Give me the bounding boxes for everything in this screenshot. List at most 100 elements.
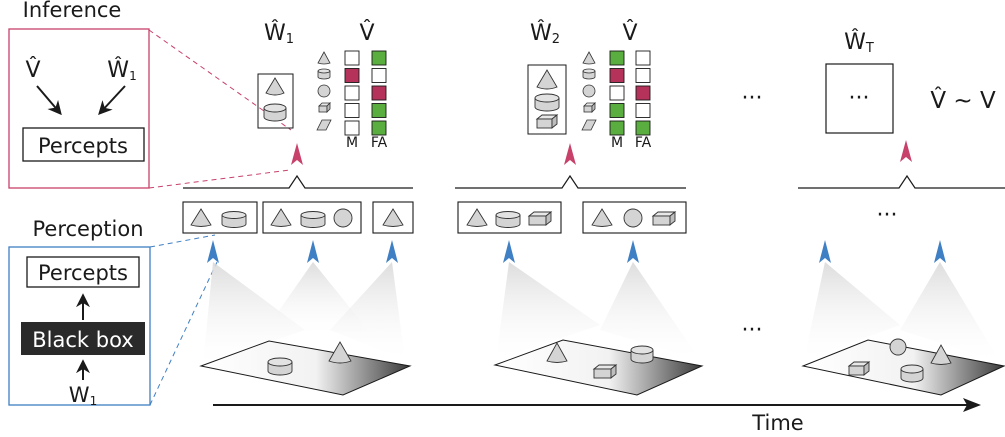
bracket-2 [455,174,686,189]
m-cell [609,68,625,83]
m-cell [344,120,360,136]
frame1-v-hat: V̂ [359,20,374,46]
cylinder-icon [630,345,654,364]
frame1-legend [316,51,332,131]
percept-box-4 [457,201,562,234]
inference-arrow-3 [900,140,912,162]
frame1-mfa-table [344,50,387,136]
frame1-fa-label: FA [371,135,388,151]
cone-icon [536,69,558,90]
cylinder-icon [267,357,293,376]
frame2-legend [581,51,597,131]
frame2-v-hat: V̂ [622,20,637,46]
black-box-label: Black box [32,328,133,352]
fa-cell [371,68,387,83]
cube-icon [847,361,871,376]
bracket-3 [798,174,1005,189]
inference-arrow-1 [291,143,303,165]
frame1-world-box [257,73,294,129]
time-axis-arrowhead [963,398,981,412]
perception-arrow-1 [207,240,219,263]
fa-cell [371,85,387,101]
inference-percepts-box [22,127,145,162]
percept-box-3 [372,201,414,234]
perception-percepts-box [26,256,140,288]
perception-w1: W1 [69,383,97,408]
frame2-world-box [527,64,567,135]
inference-arrow-2 [564,143,576,165]
frameT-approx: V̂ ∼ V [930,87,996,114]
m-cell [344,50,360,66]
inference-percepts-label: Percepts [38,134,128,158]
fa-cell [635,85,651,101]
sphere-icon [889,338,907,356]
cone-icon [270,208,292,227]
fa-cell [635,68,651,83]
cube-icon [527,211,553,226]
perception-percepts-label: Percepts [38,261,128,285]
scene-2 [493,339,704,396]
perception-arrow-7 [934,240,946,263]
frame1-m-label: M [346,135,358,151]
cylinder-icon [495,211,521,228]
fa-cell [371,103,387,118]
wedge-icon [316,119,332,131]
cylinder-icon [582,68,596,80]
camera-beams [203,262,1000,365]
cone-icon [546,342,568,363]
inference-v-hat: V̂ [25,57,40,83]
middle-ellipsis: ··· [877,203,898,228]
sphere-icon [317,84,331,98]
inference-panel-frame [8,28,150,189]
cone-icon [930,344,952,365]
bracket-1 [183,174,413,189]
perception-panel-frame [8,246,151,406]
perception-connector-top [149,234,216,248]
inference-arrows [291,140,912,165]
m-cell [344,68,360,83]
m-cell [609,85,625,101]
cube-icon [318,102,331,113]
sphere-icon [333,208,353,228]
perception-arrow-5 [627,240,639,263]
bottom-ellipsis: ··· [742,318,763,343]
wedge-icon [581,119,597,131]
percept-box-2 [262,201,362,234]
cylinder-icon [534,93,560,112]
cube-icon [651,211,677,226]
frameT-ellipsis: ··· [849,86,870,111]
cone-icon [382,208,404,227]
perception-arrow-4 [503,240,515,263]
cube-icon [592,364,618,379]
inference-title: Inference [23,0,122,22]
cone-icon [317,51,331,65]
cone-icon [466,208,488,227]
inference-w1-hat: Ŵ1 [107,57,136,83]
fa-cell [371,120,387,136]
m-cell [609,103,625,118]
cone-icon [591,208,613,227]
inference-connector-bottom [148,169,291,189]
fa-cell [635,120,651,136]
cylinder-icon [221,211,247,228]
fa-cell [371,50,387,66]
frame2-m-label: M [611,135,623,151]
perception-arrow-6 [819,240,831,263]
time-label: Time [751,411,803,435]
cone-icon [190,208,212,227]
cube-icon [535,114,559,129]
arrow-vhat-to-percepts [36,85,62,116]
top-ellipsis: ··· [742,86,763,111]
arrow-w1hat-to-percepts [98,85,126,116]
m-cell [344,103,360,118]
frameT-world-box [825,63,894,134]
cylinder-icon [263,103,287,122]
frameT-w-hat: ŴT [844,29,874,56]
percept-box-5 [582,201,687,234]
sphere-icon [582,84,596,98]
scene-1 [199,340,412,396]
frame2-fa-label: FA [635,135,652,151]
cone-icon [328,341,352,364]
